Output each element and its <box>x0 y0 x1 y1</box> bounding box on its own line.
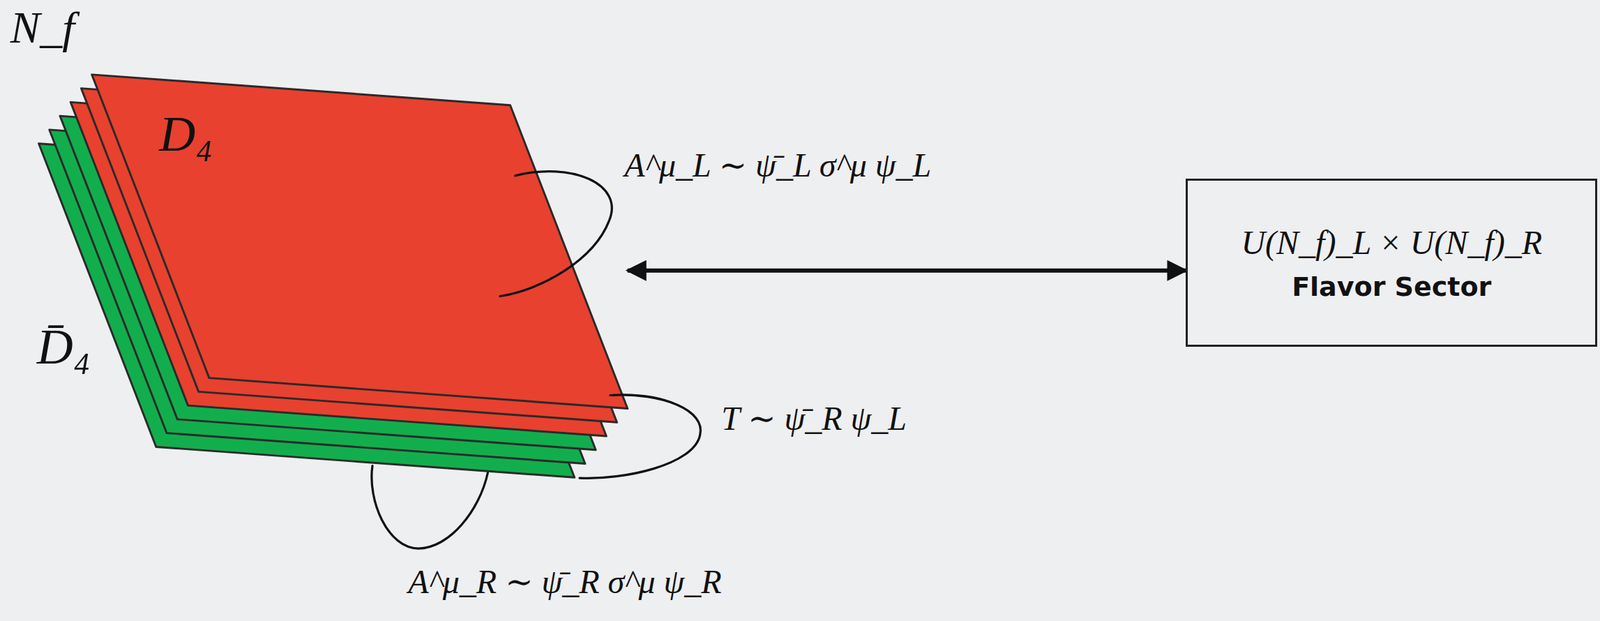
d4-brane <box>92 74 628 409</box>
tachyon-label: T ∼ ψ̄_R ψ_L <box>721 398 907 438</box>
brane-count: N_f <box>10 2 75 54</box>
brane-stack <box>39 74 628 478</box>
open-string-loop <box>500 171 612 297</box>
d4-brane-stack: D₄ <box>71 74 628 436</box>
brane-label: D̄₄ <box>36 318 91 376</box>
open-string-loop <box>579 394 701 478</box>
symmetry-group: U(N_f)_L × U(N_f)_R <box>1240 223 1543 262</box>
open-string-loop <box>371 465 488 549</box>
gauge-field-label: A^μ_R ∼ ψ̄_R σ^μ ψ_R <box>408 561 722 601</box>
brane-label: D₄ <box>159 105 213 164</box>
flavor-sector-box: U(N_f)_L × U(N_f)_R Flavor Sector <box>1185 178 1598 347</box>
gauge-field-label: A^μ_L ∼ ψ̄_L σ^μ ψ_L <box>624 145 932 185</box>
anti-d4-brane-stack: D̄₄ <box>28 101 608 478</box>
sector-name: Flavor Sector <box>1291 271 1492 303</box>
equivalence-arrow <box>627 268 1187 273</box>
